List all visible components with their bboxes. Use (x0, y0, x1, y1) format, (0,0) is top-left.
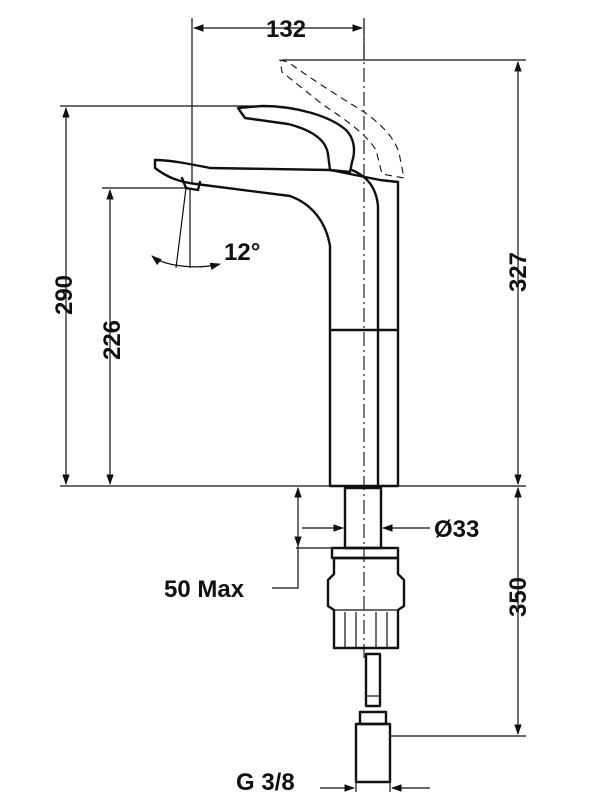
label-g38: G 3/8 (236, 769, 295, 796)
label-290: 290 (51, 275, 78, 315)
label-d33: Ø33 (434, 516, 479, 543)
spout-aerator (180, 176, 202, 192)
spout (153, 158, 400, 184)
supply-hose (364, 652, 382, 708)
label-226: 226 (99, 320, 126, 360)
extension-lines (60, 18, 526, 792)
mounting-hardware (326, 486, 406, 784)
shank (343, 486, 383, 550)
faucet-body (153, 59, 405, 488)
body-back-curve (350, 168, 380, 488)
lever-handle (236, 104, 356, 174)
hose-fitting (358, 710, 388, 726)
label-angle: 12° (224, 239, 260, 266)
angle-arc (151, 255, 222, 271)
label-50max: 50 Max (164, 576, 245, 603)
lever-raised-outline (279, 59, 405, 179)
leader-50max (272, 546, 299, 589)
dimension-lines (62, 24, 522, 792)
label-132: 132 (266, 16, 306, 43)
fixing-nut (326, 556, 406, 650)
washer (330, 546, 400, 560)
label-350: 350 (505, 577, 532, 617)
spout-lower-edge (153, 158, 332, 488)
hose-connector (354, 722, 392, 784)
angle-ref-vertical (175, 187, 187, 269)
label-327: 327 (505, 252, 532, 292)
